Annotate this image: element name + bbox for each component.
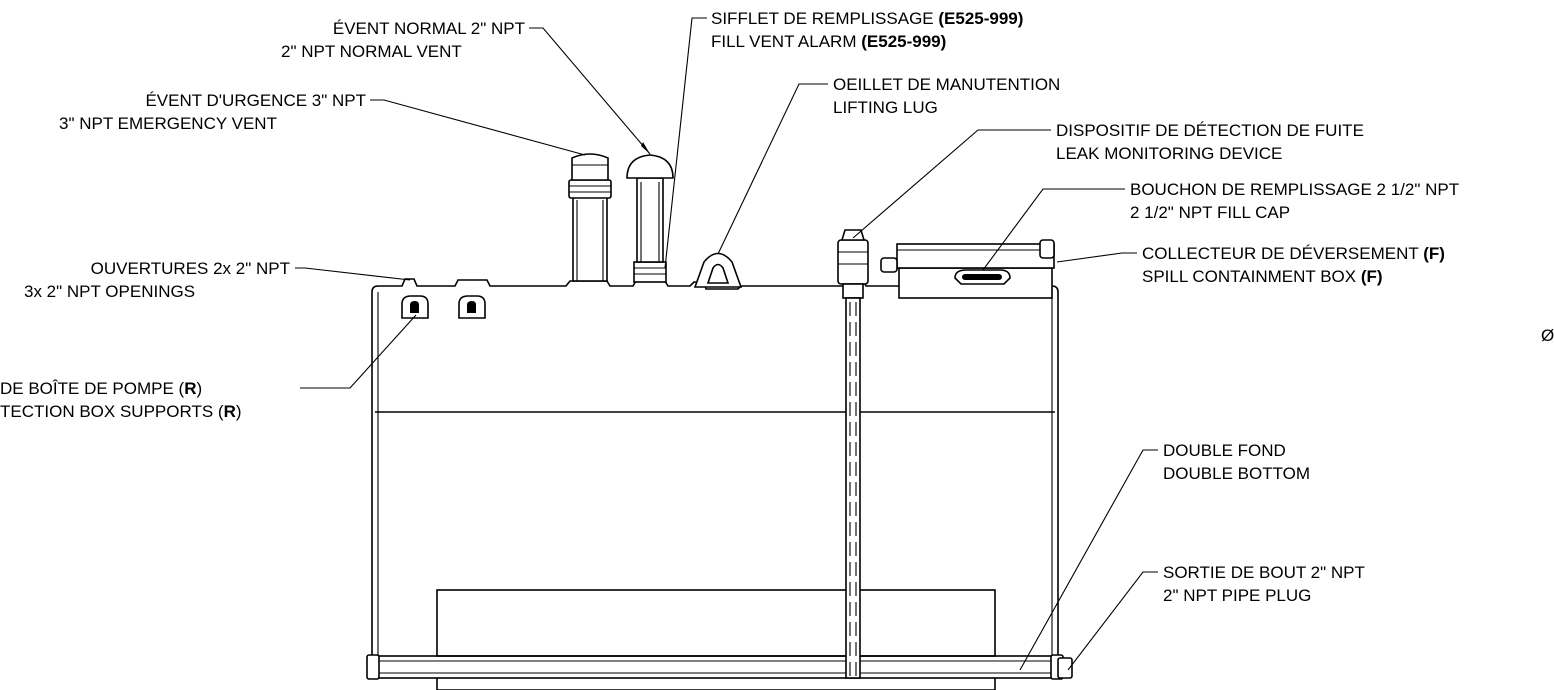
spill-box-en-text: SPILL CONTAINMENT BOX (1142, 267, 1356, 286)
double-bottom (366, 654, 1064, 680)
callout-openings: OUVERTURES 2x 2" NPT 3x 2" NPT OPENINGS (24, 259, 290, 301)
normal-vent-label-fr: ÉVENT NORMAL 2" NPT (333, 19, 525, 38)
callout-double-bottom: DOUBLE FOND DOUBLE BOTTOM (1163, 441, 1310, 483)
emergency-vent-label-fr: ÉVENT D'URGENCE 3" NPT (145, 91, 366, 110)
pump-box-fr-end: ) (196, 379, 202, 398)
emergency-vent (568, 153, 612, 282)
openings-label-fr: OUVERTURES 2x 2" NPT (91, 259, 290, 278)
callout-spill-box: COLLECTEUR DE DÉVERSEMENT (F) SPILL CONT… (1142, 244, 1445, 286)
spill-box-label-en: SPILL CONTAINMENT BOX (F) (1142, 267, 1383, 286)
tank-body (371, 278, 1059, 658)
pipe-plug-label-fr: SORTIE DE BOUT 2" NPT (1163, 563, 1365, 582)
pump-box-label-en: TECTION BOX SUPPORTS (R) (0, 402, 242, 421)
fill-vent-alarm-label-fr: SIFFLET DE REMPLISSAGE (E525-999) (711, 9, 1023, 28)
edge-dimension-mark: Ø (1541, 326, 1554, 345)
emergency-vent-label-en: 3" NPT EMERGENCY VENT (59, 114, 277, 133)
double-bottom-label-fr: DOUBLE FOND (1163, 441, 1286, 460)
double-bottom-label-en: DOUBLE BOTTOM (1163, 464, 1310, 483)
lifting-lug-label-en: LIFTING LUG (833, 98, 938, 117)
callout-pipe-plug: SORTIE DE BOUT 2" NPT 2" NPT PIPE PLUG (1163, 563, 1365, 605)
openings-label-en: 3x 2" NPT OPENINGS (24, 282, 195, 301)
pump-box-en-end: ) (236, 402, 242, 421)
fill-cap-label-fr: BOUCHON DE REMPLISSAGE 2 1/2" NPT (1130, 180, 1459, 199)
pump-box-fr-text: DE BOÎTE DE POMPE ( (0, 379, 185, 398)
spill-box-en-code: (F) (1361, 267, 1383, 286)
fill-vent-alarm-fr-text: SIFFLET DE REMPLISSAGE (711, 9, 934, 28)
callout-pump-box-supports: DE BOÎTE DE POMPE (R) TECTION BOX SUPPOR… (0, 379, 242, 421)
leak-monitor-label-en: LEAK MONITORING DEVICE (1056, 144, 1282, 163)
callout-fill-vent-alarm: SIFFLET DE REMPLISSAGE (E525-999) FILL V… (711, 9, 1023, 51)
pump-box-supports (401, 295, 486, 319)
callout-leak-monitor: DISPOSITIF DE DÉTECTION DE FUITE LEAK MO… (1056, 121, 1364, 163)
callout-lifting-lug: OEILLET DE MANUTENTION LIFTING LUG (833, 75, 1060, 117)
leader-lines (295, 17, 1158, 671)
pump-box-en-code: R (224, 402, 236, 421)
callout-emergency-vent: ÉVENT D'URGENCE 3" NPT 3" NPT EMERGENCY … (59, 91, 366, 133)
lifting-lug-label-fr: OEILLET DE MANUTENTION (833, 75, 1060, 94)
normal-vent (626, 154, 674, 283)
callout-fill-cap: BOUCHON DE REMPLISSAGE 2 1/2" NPT 2 1/2"… (1130, 180, 1459, 222)
fill-cap-label-en: 2 1/2" NPT FILL CAP (1130, 203, 1290, 222)
pump-box-en-text: TECTION BOX SUPPORTS ( (0, 402, 224, 421)
leak-monitor-label-fr: DISPOSITIF DE DÉTECTION DE FUITE (1056, 121, 1364, 140)
normal-vent-label-en: 2" NPT NORMAL VENT (281, 42, 462, 61)
pipe-plug (1057, 657, 1073, 679)
pump-box-label-fr: DE BOÎTE DE POMPE (R) (0, 379, 202, 398)
pump-box-fr-code: R (184, 379, 196, 398)
fill-vent-alarm-label-en: FILL VENT ALARM (E525-999) (711, 32, 946, 51)
spill-box-label-fr: COLLECTEUR DE DÉVERSEMENT (F) (1142, 244, 1445, 263)
leak-monitoring-device (837, 229, 869, 679)
fill-vent-alarm-en-code: (E525-999) (861, 32, 946, 51)
pipe-plug-label-en: 2" NPT PIPE PLUG (1163, 586, 1311, 605)
fill-vent-alarm-en-text: FILL VENT ALARM (711, 32, 857, 51)
callout-normal-vent: ÉVENT NORMAL 2" NPT 2" NPT NORMAL VENT (281, 19, 525, 61)
spill-box-fr-code: (F) (1423, 244, 1445, 263)
lifting-lug (693, 252, 743, 288)
fill-vent-alarm-fr-code: (E525-999) (938, 9, 1023, 28)
pump-protection-box (436, 589, 996, 690)
spill-containment-box (880, 239, 1055, 299)
spill-box-fr-text: COLLECTEUR DE DÉVERSEMENT (1142, 244, 1418, 263)
